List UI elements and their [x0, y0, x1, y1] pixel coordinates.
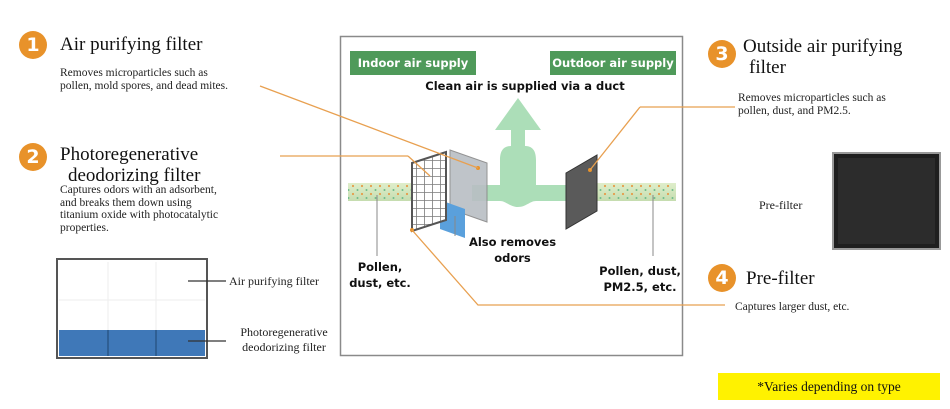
right-duct-particles [588, 183, 676, 201]
desc-line: Removes microparticles such as [60, 67, 208, 79]
desc-line: titanium oxide with photocatalytic [60, 209, 219, 221]
left-particles-label: Pollen, dust, etc. [345, 259, 415, 291]
prefilter-photo-label: Pre-filter [759, 198, 803, 212]
item-3-title: Outside air purifying filter [743, 36, 902, 78]
title-line: filter [749, 57, 786, 78]
label-line: deodorizing filter [242, 340, 326, 354]
particles-line: Pollen, dust, [599, 264, 681, 278]
leader-line-3a [589, 106, 641, 171]
item-4-title: Pre-filter [746, 268, 815, 289]
varies-note: *Varies depending on type [718, 373, 940, 400]
clean-air-arrow [472, 98, 572, 207]
indoor-air-supply-label: Indoor air supply [350, 51, 476, 75]
leader-line-2b [407, 155, 431, 177]
title-line: Outside air purifying [743, 36, 903, 57]
item-2-title: Photoregenerative deodorizing filter [60, 144, 200, 186]
outside-air-filter-graphic [565, 154, 598, 230]
desc-line: pollen, mold spores, and dead mites. [60, 79, 228, 92]
leader-line-1 [259, 85, 479, 169]
photoregenerative-filter-graphic [411, 150, 447, 233]
title-line: deodorizing filter [68, 165, 201, 186]
desc-line: Captures odors with an adsorbent, [60, 184, 217, 196]
leader-line-4 [411, 229, 725, 306]
item-4-description: Captures larger dust, etc. [735, 301, 849, 314]
desc-line: properties. [60, 221, 109, 234]
badge-3: 3 [708, 40, 736, 68]
prefilter-photo-mesh [838, 158, 935, 244]
left-duct-particles [348, 183, 428, 201]
clean-air-label: Clean air is supplied via a duct [425, 79, 625, 93]
badge-1: 1 [19, 31, 47, 59]
badge-4: 4 [708, 264, 736, 292]
item-2-description: Captures odors with an adsorbent, and br… [60, 184, 218, 234]
label-line: Photoregenerative [240, 325, 328, 339]
diagram-frame [339, 35, 684, 357]
badge-2: 2 [19, 143, 47, 171]
desc-line: Captures larger dust, etc. [735, 301, 850, 313]
desc-line: and breaks them down using [60, 196, 192, 209]
item-1-description: Removes microparticles such as pollen, m… [60, 67, 228, 92]
right-particles-label: Pollen, dust, PM2.5, etc. [590, 263, 690, 295]
item-1-title: Air purifying filter [60, 34, 203, 55]
outdoor-air-supply-label: Outdoor air supply [550, 51, 676, 75]
particles-line: dust, etc. [349, 276, 411, 290]
filter-photo-blue-layer [59, 330, 205, 356]
particles-line: PM2.5, etc. [603, 280, 677, 294]
photoregenerative-filter-photo-label: Photoregenerative deodorizing filter [229, 325, 339, 355]
item-3-description: Removes microparticles such as pollen, d… [738, 92, 886, 117]
air-purifying-filter-photo-label: Air purifying filter [229, 274, 319, 288]
also-removes-odors-label: Also removes odors [468, 235, 557, 265]
desc-line: Removes microparticles such as [738, 92, 886, 104]
desc-line: pollen, dust, and PM2.5. [738, 104, 851, 117]
title-line: Photoregenerative [60, 144, 199, 165]
particles-line: Pollen, [357, 260, 403, 274]
